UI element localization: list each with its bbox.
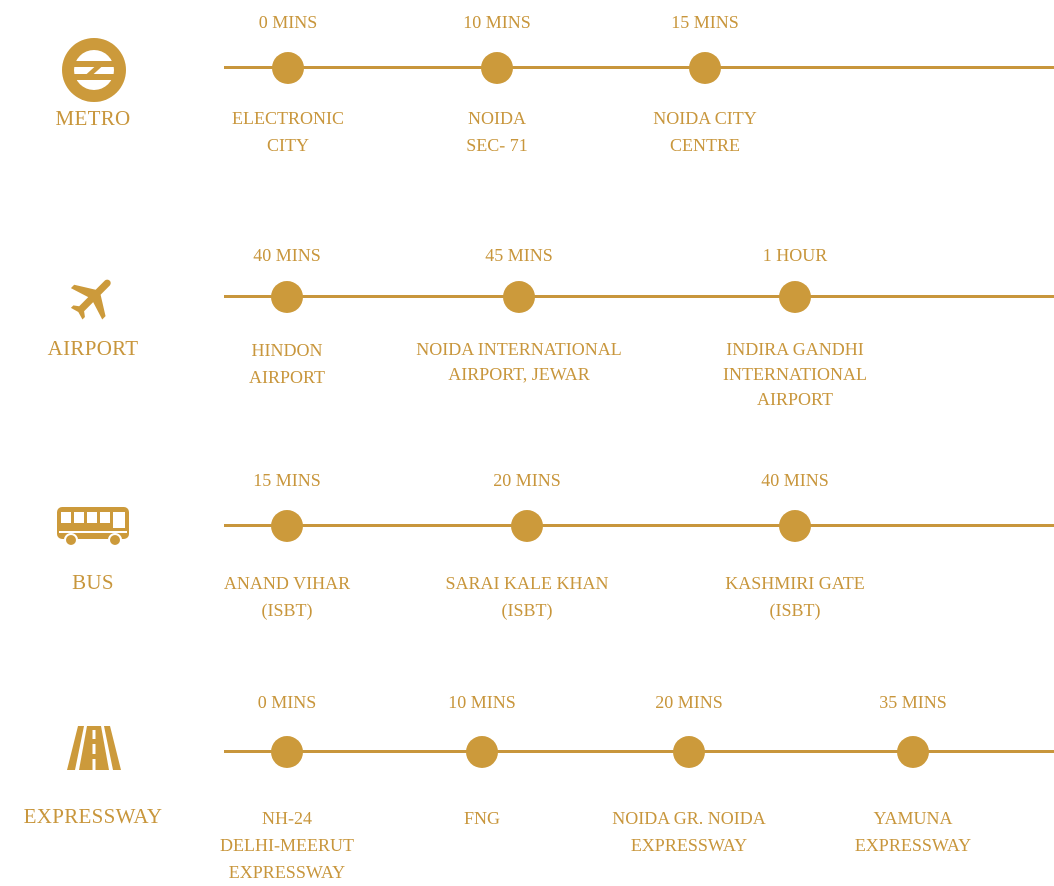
stop-place-line: DELHI-MEERUT	[220, 835, 354, 855]
stop-place-line: FNG	[463, 808, 501, 828]
stop-place: NOIDA GR. NOIDA EXPRESSWAY	[612, 805, 766, 859]
stop-place: SARAI KALE KHAN (ISBT)	[446, 570, 609, 624]
stop-place-line: EXPRESSWAY	[228, 862, 346, 882]
stop-place: NOIDA CITY CENTRE	[653, 105, 757, 159]
stop-time: 1 HOUR	[762, 245, 828, 265]
stop-place: NOIDA SEC- 71	[466, 105, 528, 159]
stop-marker	[779, 281, 811, 313]
timeline-line-bus	[224, 524, 1054, 527]
stop-place-line: EXPRESSWAY	[630, 835, 748, 855]
stop-place-line: EXPRESSWAY	[854, 835, 972, 855]
category-label-metro: METRO	[55, 106, 131, 130]
airplane-icon	[70, 279, 111, 320]
stop-marker	[271, 281, 303, 313]
stop-place: NH-24 DELHI-MEERUT EXPRESSWAY	[220, 805, 354, 886]
stop-marker	[271, 510, 303, 542]
stop-time: 40 MINS	[253, 245, 321, 265]
stop-place-line: NOIDA	[467, 108, 526, 128]
stop-place-line: HINDON	[251, 340, 323, 360]
stop-place-line: SEC- 71	[466, 135, 528, 155]
stop-place-line: INDIRA GANDHI	[726, 339, 864, 359]
stop-marker	[511, 510, 543, 542]
stop-place-line: (ISBT)	[769, 600, 821, 620]
stop-place-line: NOIDA INTERNATIONAL	[416, 339, 622, 359]
stop-time: 10 MINS	[448, 692, 516, 712]
stop-place-line: NOIDA GR. NOIDA	[612, 808, 766, 828]
category-label-expressway: EXPRESSWAY	[23, 804, 163, 828]
stop-time: 40 MINS	[761, 470, 829, 490]
stop-time: 15 MINS	[253, 470, 321, 490]
timeline-line-expressway	[224, 750, 1054, 753]
stop-place-line: NOIDA CITY	[653, 108, 757, 128]
timeline-line-airport	[224, 295, 1054, 298]
stop-place: YAMUNA EXPRESSWAY	[855, 805, 971, 859]
stop-place-line: KASHMIRI GATE	[725, 573, 865, 593]
stop-place: INDIRA GANDHI INTERNATIONAL AIRPORT	[723, 337, 867, 412]
stop-time: 0 MINS	[258, 12, 318, 32]
stop-place-line: INTERNATIONAL	[723, 364, 867, 384]
stop-time: 20 MINS	[493, 470, 561, 490]
stop-place-line: (ISBT)	[501, 600, 553, 620]
bus-icon	[57, 507, 129, 547]
category-label-bus: BUS	[72, 570, 114, 594]
stop-place-line: AIRPORT	[249, 367, 325, 387]
stop-marker	[779, 510, 811, 542]
stop-place-line: AIRPORT, JEWAR	[448, 364, 590, 384]
stop-place-line: CITY	[267, 135, 309, 155]
stop-place-line: SARAI KALE KHAN	[445, 573, 609, 593]
stop-marker	[897, 736, 929, 768]
stop-marker	[271, 736, 303, 768]
stop-place-line: NH-24	[261, 808, 312, 828]
stop-place-line: (ISBT)	[261, 600, 313, 620]
category-label-airport: AIRPORT	[47, 336, 139, 360]
stop-place: FNG	[464, 805, 500, 832]
stop-time: 10 MINS	[463, 12, 531, 32]
stop-time: 0 MINS	[257, 692, 317, 712]
stop-marker	[466, 736, 498, 768]
stop-marker	[503, 281, 535, 313]
stop-place: HINDON AIRPORT	[249, 337, 325, 391]
metro-logo-icon	[62, 38, 126, 102]
stop-marker	[481, 52, 513, 84]
stop-time: 20 MINS	[655, 692, 723, 712]
stop-time: 45 MINS	[485, 245, 553, 265]
stop-place: NOIDA INTERNATIONAL AIRPORT, JEWAR	[416, 337, 621, 387]
stop-marker	[272, 52, 304, 84]
stop-time: 35 MINS	[879, 692, 947, 712]
stop-place: ELECTRONIC CITY	[232, 105, 344, 159]
stop-time: 15 MINS	[671, 12, 739, 32]
stop-place: ANAND VIHAR (ISBT)	[224, 570, 350, 624]
stop-place-line: ANAND VIHAR	[223, 573, 351, 593]
stop-marker	[689, 52, 721, 84]
stop-place: KASHMIRI GATE (ISBT)	[725, 570, 865, 624]
stop-place-line: YAMUNA	[873, 808, 953, 828]
road-icon	[67, 726, 121, 770]
stop-marker	[673, 736, 705, 768]
stop-place-line: CENTRE	[670, 135, 740, 155]
stop-place-line: ELECTRONIC	[232, 108, 344, 128]
timeline-line-metro	[224, 66, 1054, 69]
stop-place-line: AIRPORT	[757, 389, 833, 409]
